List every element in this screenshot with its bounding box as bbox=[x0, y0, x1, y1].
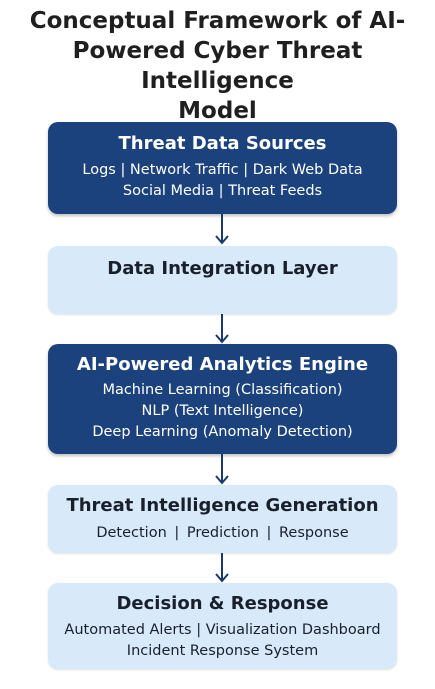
decision-response-line-1: Automated Alerts | Visualization Dashboa… bbox=[64, 622, 381, 638]
data-integration-layer-title: Data Integration Layer bbox=[107, 258, 338, 279]
decision-response-line-2: Incident Response System bbox=[126, 643, 319, 659]
arrow-integration-to-analytics bbox=[215, 314, 229, 344]
diagram-title-line-1: Conceptual Framework of AI- bbox=[29, 8, 406, 34]
decision-response-box: Decision & Response Automated Alerts | V… bbox=[48, 583, 397, 669]
diagram-title: Conceptual Framework of AI- Powered Cybe… bbox=[0, 6, 435, 126]
threat-data-sources-line-2: Social Media | Threat Feeds bbox=[122, 183, 323, 199]
threat-intelligence-generation-box: Threat Intelligence Generation Detection… bbox=[48, 485, 397, 553]
analytics-engine-line-1: Machine Learning (Classification) bbox=[102, 382, 343, 398]
analytics-engine-box: AI-Powered Analytics Engine Machine Lear… bbox=[48, 344, 397, 454]
threat-data-sources-box: Threat Data Sources Logs | Network Traff… bbox=[48, 122, 397, 214]
diagram-title-line-3: Model bbox=[178, 98, 257, 124]
analytics-engine-title: AI-Powered Analytics Engine bbox=[76, 354, 369, 375]
threat-intelligence-generation-title: Threat Intelligence Generation bbox=[66, 495, 379, 516]
analytics-engine-line-2: NLP (Text Intelligence) bbox=[141, 403, 304, 419]
diagram-title-line-2: Powered Cyber Threat Intelligence bbox=[72, 38, 363, 94]
threat-data-sources-line-1: Logs | Network Traffic | Dark Web Data bbox=[82, 162, 363, 178]
arrow-analytics-to-generation bbox=[215, 454, 229, 485]
threat-data-sources-title: Threat Data Sources bbox=[118, 133, 327, 154]
decision-response-title: Decision & Response bbox=[116, 593, 329, 614]
threat-intelligence-generation-line-1: Detection | Prediction | Response bbox=[96, 525, 349, 541]
data-integration-layer-box: Data Integration Layer bbox=[48, 246, 397, 314]
arrow-generation-to-decision bbox=[215, 553, 229, 583]
arrow-sources-to-integration bbox=[215, 214, 229, 245]
analytics-engine-line-3: Deep Learning (Anomaly Detection) bbox=[92, 424, 353, 440]
